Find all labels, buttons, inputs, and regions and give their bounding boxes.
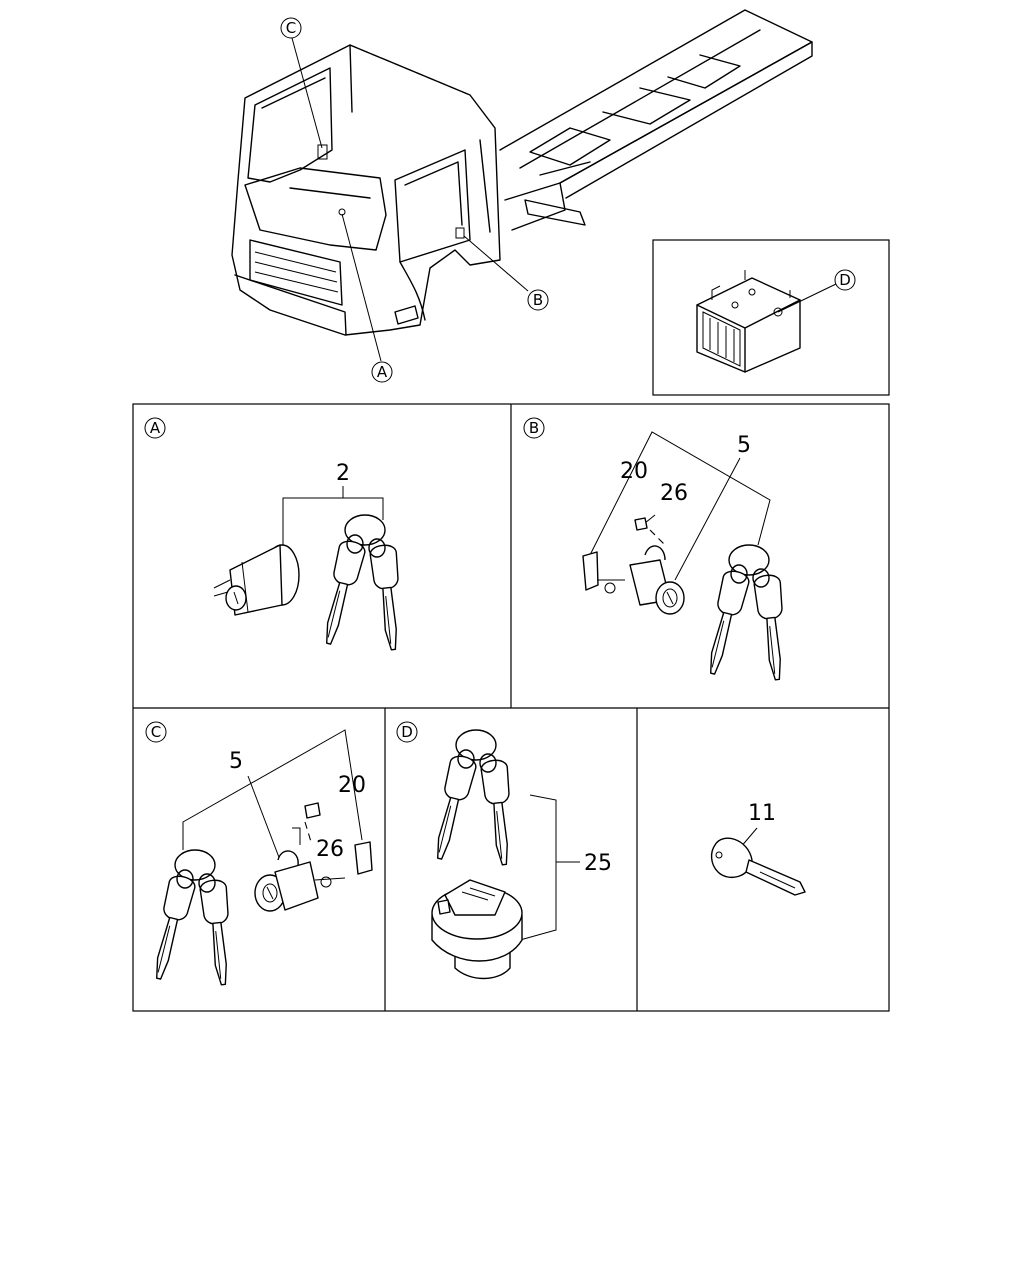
panel-b-tag: B <box>523 417 545 439</box>
part-number-26: 26 <box>316 837 344 862</box>
callout-a: A <box>371 361 393 383</box>
panel-a: A 2 <box>144 417 406 651</box>
key-set <box>316 515 406 651</box>
blank-key <box>710 837 806 896</box>
truck-illustration: C A B <box>231 9 813 383</box>
svg-text:B: B <box>533 291 543 309</box>
part-number-26: 26 <box>660 481 688 506</box>
fuel-filler-cap <box>431 879 523 980</box>
svg-text:A: A <box>377 363 388 381</box>
part-number-5: 5 <box>737 433 751 458</box>
part-number-11: 11 <box>748 801 776 826</box>
part-number-20: 20 <box>620 459 648 484</box>
key-set <box>427 730 517 866</box>
callout-d: D <box>834 269 856 291</box>
panel-a-tag: A <box>144 417 166 439</box>
panel-grid <box>132 403 890 1012</box>
svg-text:D: D <box>839 271 851 289</box>
svg-text:C: C <box>286 19 296 37</box>
part-number-25: 25 <box>584 851 612 876</box>
key-set <box>146 850 236 986</box>
svg-text:C: C <box>151 723 161 741</box>
door-lock-cylinder <box>582 517 685 615</box>
part-number-2: 2 <box>336 461 350 486</box>
panel-d-tag: D <box>396 721 418 743</box>
ignition-lock-cylinder <box>213 544 300 616</box>
part-number-5: 5 <box>229 749 243 774</box>
panel-c-tag: C <box>145 721 167 743</box>
panel-blank-key: 11 <box>710 801 806 896</box>
callout-b: B <box>527 289 549 311</box>
callout-c: C <box>280 17 302 39</box>
svg-text:D: D <box>401 723 413 741</box>
svg-text:A: A <box>150 419 161 437</box>
door-lock-cylinder <box>254 802 373 912</box>
panel-b: B 20 26 5 <box>523 417 790 681</box>
key-set <box>700 545 790 681</box>
svg-text:B: B <box>529 419 539 437</box>
panel-d: D 25 <box>396 721 612 980</box>
fuel-tank-inset: D <box>652 239 890 396</box>
panel-c: C 5 20 26 <box>145 721 373 986</box>
